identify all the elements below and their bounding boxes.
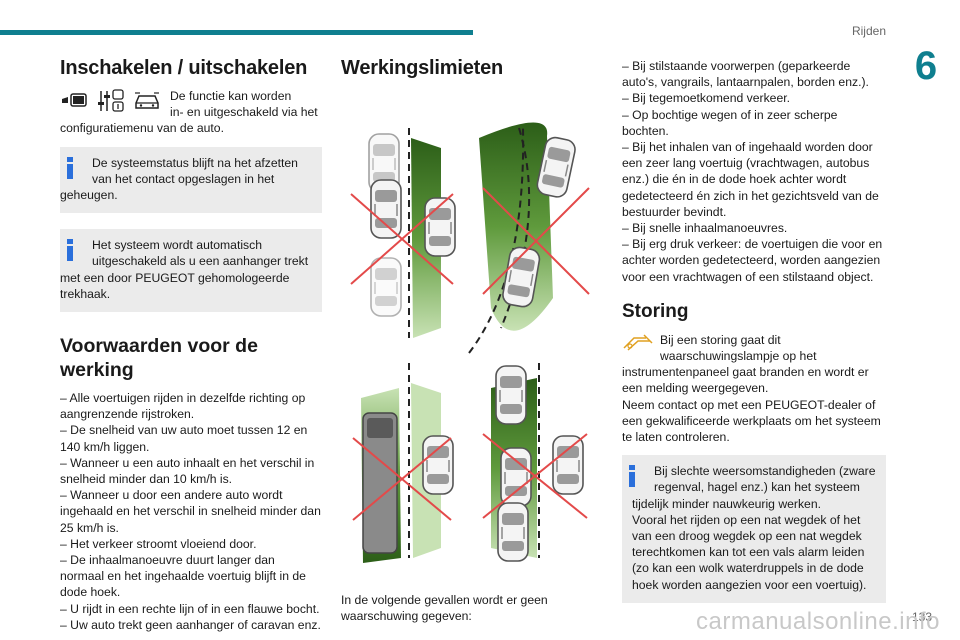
column-right: – Bij stilstaande voorwerpen (geparkeerd… (622, 58, 886, 603)
info-icon (629, 465, 635, 488)
info-memory-line3: geheugen. (60, 188, 118, 203)
info-weather-line3: tijdelijk minder nauwkeurig werken. (632, 496, 821, 511)
watermark-text: carmanualsonline.info (696, 608, 940, 635)
chapter-number: 6 (914, 44, 938, 88)
info-trailer-line2: uitgeschakeld als u een aanhanger trekt (92, 254, 309, 269)
list-item: – Het verkeer stroomt vloeiend door. (60, 536, 257, 551)
enable-text-line2: in- en uitgeschakeld via het (170, 105, 318, 120)
info-memory-line2: van het contact opgeslagen in het (92, 171, 275, 186)
limits-illustration (350, 122, 590, 563)
info-box-memory: De systeemstatus blijft na het afzetten … (60, 146, 322, 214)
list-item: – Bij stilstaande voorwerpen (geparkeerd… (622, 59, 869, 90)
limits-list: – Bij stilstaande voorwerpen (geparkeerd… (622, 58, 886, 285)
column-left: Inschakelen / uitschakelen (60, 56, 322, 633)
page-number: 133 (911, 610, 932, 624)
list-item: – Wanneer u door een andere auto wordt i… (60, 488, 321, 535)
info-weather-line1: Bij slechte weersomstandigheden (zware (654, 464, 876, 479)
column-middle: Werkingslimieten (341, 56, 601, 625)
info-trailer-line4: trekhaak. (60, 286, 111, 301)
info-icon (67, 156, 73, 179)
heading-fault: Storing (622, 300, 689, 322)
list-item: – De inhaalmanoeuvre duurt langer dan no… (60, 553, 306, 600)
conditions-list: – Alle voertuigen rijden in dezelfde ric… (60, 390, 322, 633)
list-item: – De snelheid van uw auto moet tussen 12… (60, 423, 308, 454)
list-item: – Bij snelle inhaalmanoeuvres. (622, 221, 788, 236)
list-item: – Alle voertuigen rijden in dezelfde ric… (60, 391, 306, 422)
info-trailer-line3: met een door PEUGEOT gehomologeerde (60, 270, 290, 285)
fault-contact: Neem contact op met een PEUGEOT-dealer o… (622, 397, 881, 445)
list-item: – Op bochtige wegen of in zeer scherpe b… (622, 107, 838, 138)
info-weather-line2: regenval, hagel enz.) kan het systeem (654, 480, 860, 495)
info-memory-line1: De systeemstatus blijft na het afzetten (92, 155, 298, 170)
list-item: – Wanneer u een auto inhaalt en het vers… (60, 455, 315, 487)
heading-enable-disable: Inschakelen / uitschakelen (60, 57, 308, 79)
list-item: – U rijdt in een rechte lijn of in een f… (60, 601, 320, 616)
heading-conditions: Voorwaarden voor de werking (60, 335, 258, 382)
info-weather-extra: Vooral het rijden op een nat wegdek of h… (632, 512, 867, 592)
section-title: Rijden (851, 24, 886, 38)
panel-truck (352, 363, 454, 563)
list-item: – Uw auto trekt geen aanhanger of carava… (60, 617, 321, 632)
info-box-trailer: Het systeem wordt automatisch uitgeschak… (60, 229, 322, 313)
list-item: – Bij erg druk verkeer: de voertuigen di… (622, 237, 883, 284)
panel-stationary (350, 128, 456, 338)
enable-text-line3: configuratiemenu van de auto. (60, 121, 224, 136)
enable-text-line1: De functie kan worden (170, 89, 292, 103)
info-box-weather: Bij slechte weersomstandigheden (zware r… (622, 455, 886, 603)
screen-menu-icon (62, 93, 87, 107)
info-trailer-line1: Het systeem wordt automatisch (92, 238, 263, 253)
fault-line2: waarschuwingslampje op het (660, 349, 817, 364)
blindspot-warning-icon (623, 334, 653, 351)
menu-icons (60, 88, 162, 114)
panel-dense-traffic (482, 363, 588, 562)
panel-curve (468, 122, 590, 354)
car-blindspot-icon (135, 92, 159, 109)
fault-line1: Bij een storing gaat dit (660, 332, 781, 347)
settings-sliders-icon (98, 89, 124, 112)
fault-rest: instrumentenpaneel gaat branden en wordt… (622, 365, 869, 396)
fault-paragraph: Bij een storing gaat dit waarschuwingsla… (622, 332, 886, 445)
heading-limits: Werkingslimieten (341, 57, 504, 79)
limits-caption: In de volgende gevallen wordt er geen wa… (341, 593, 548, 624)
header-accent-bar (0, 30, 473, 35)
list-item: – Bij tegemoetkomend verkeer. (622, 91, 791, 106)
enable-icons-paragraph: De functie kan worden in- en uitgeschake… (60, 88, 322, 137)
list-item: – Bij het inhalen van of ingehaald worde… (622, 140, 879, 219)
info-icon (67, 239, 73, 262)
